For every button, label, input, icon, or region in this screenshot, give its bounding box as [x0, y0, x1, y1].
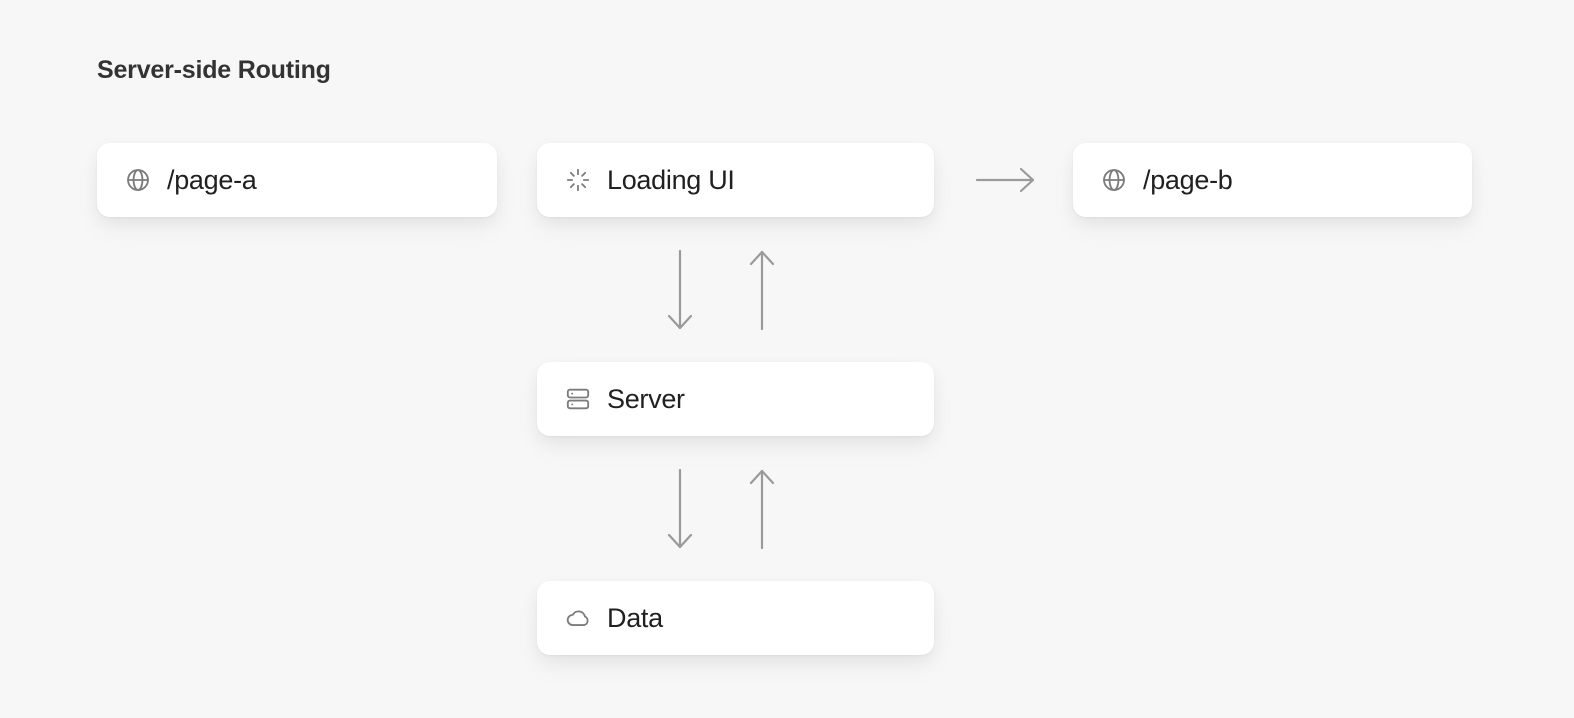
node-card-page-b[interactable]: /page-b [1073, 143, 1472, 217]
node-label-server: Server [607, 383, 685, 414]
page-title: Server-side Routing [97, 56, 331, 84]
node-label-data: Data [607, 602, 663, 633]
arrow-up-server-to-loading [744, 248, 780, 332]
cloud-icon [565, 605, 591, 631]
arrow-down-server-to-data [662, 467, 698, 551]
node-card-loading-ui[interactable]: Loading UI [537, 143, 934, 217]
arrow-down-loading-to-server [662, 248, 698, 332]
node-label-page-b: /page-b [1143, 164, 1233, 195]
node-card-data[interactable]: Data [537, 581, 934, 655]
server-icon [565, 386, 591, 412]
loader-spinner-icon [565, 167, 591, 193]
node-label-page-a: /page-a [167, 164, 257, 195]
arrow-up-data-to-server [744, 467, 780, 551]
node-card-server[interactable]: Server [537, 362, 934, 436]
globe-icon [125, 167, 151, 193]
node-card-page-a[interactable]: /page-a [97, 143, 497, 217]
node-label-loading-ui: Loading UI [607, 164, 735, 195]
arrow-right-loading-to-page-b [974, 162, 1038, 198]
globe-icon [1101, 167, 1127, 193]
